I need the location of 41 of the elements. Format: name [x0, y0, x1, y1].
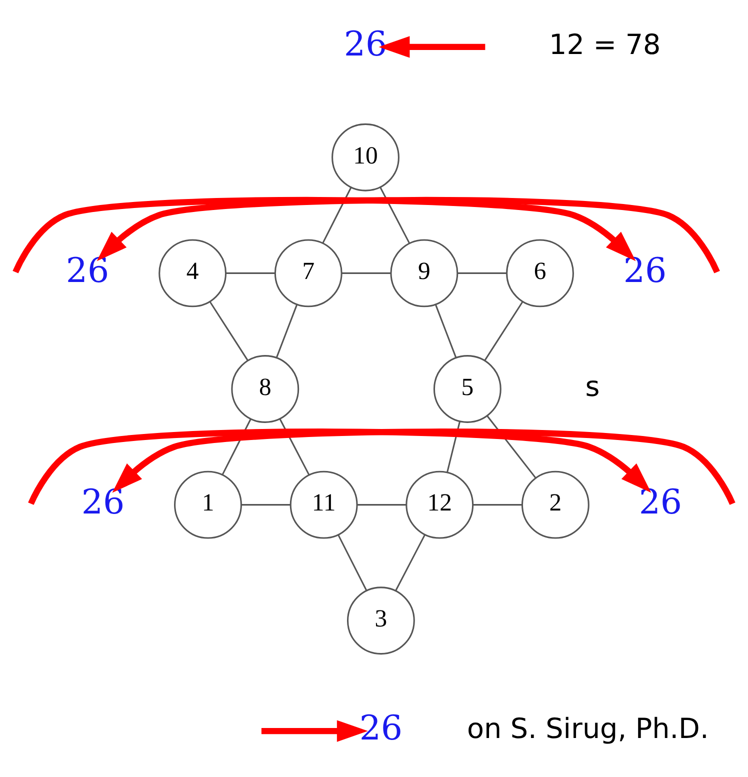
connector — [395, 534, 426, 590]
node-circle: 11 — [290, 470, 358, 538]
label: s — [585, 369, 600, 402]
node-circle: 1 — [174, 470, 242, 538]
node-circle: 12 — [406, 470, 474, 538]
node-circle: 10 — [332, 122, 400, 191]
connector — [435, 304, 457, 358]
arrow — [378, 36, 486, 58]
node-text: 26 — [344, 24, 388, 64]
connector — [209, 301, 248, 360]
connector — [357, 504, 406, 506]
connector — [484, 301, 524, 360]
connector — [342, 272, 391, 274]
node-circle: 9 — [390, 238, 458, 307]
connector — [473, 504, 522, 506]
arrow — [261, 720, 368, 742]
arrow — [96, 196, 720, 273]
connector — [380, 186, 410, 244]
connector — [458, 272, 507, 274]
arrow — [12, 196, 636, 273]
node-circle: 6 — [506, 238, 574, 307]
connector — [276, 304, 298, 358]
node-circle: 4 — [158, 238, 227, 307]
node-circle: 3 — [346, 586, 415, 654]
label: 12 = 78 — [549, 27, 661, 60]
node-text: 26 — [638, 482, 682, 522]
connector — [226, 272, 275, 274]
arrow — [112, 428, 736, 504]
node-text: 26 — [66, 250, 110, 290]
node-circle: 2 — [521, 470, 590, 538]
node-text: 26 — [359, 708, 403, 748]
label: on S. Sirug, Ph.D. — [466, 711, 709, 744]
arrow — [28, 428, 652, 504]
node-circle: 8 — [231, 354, 300, 422]
node-circle: 5 — [433, 354, 502, 422]
connector — [338, 534, 368, 590]
connector — [322, 186, 352, 244]
node-text: 26 — [623, 250, 667, 290]
connector — [241, 504, 290, 506]
node-text: 26 — [81, 482, 125, 522]
node-circle: 7 — [274, 238, 342, 307]
